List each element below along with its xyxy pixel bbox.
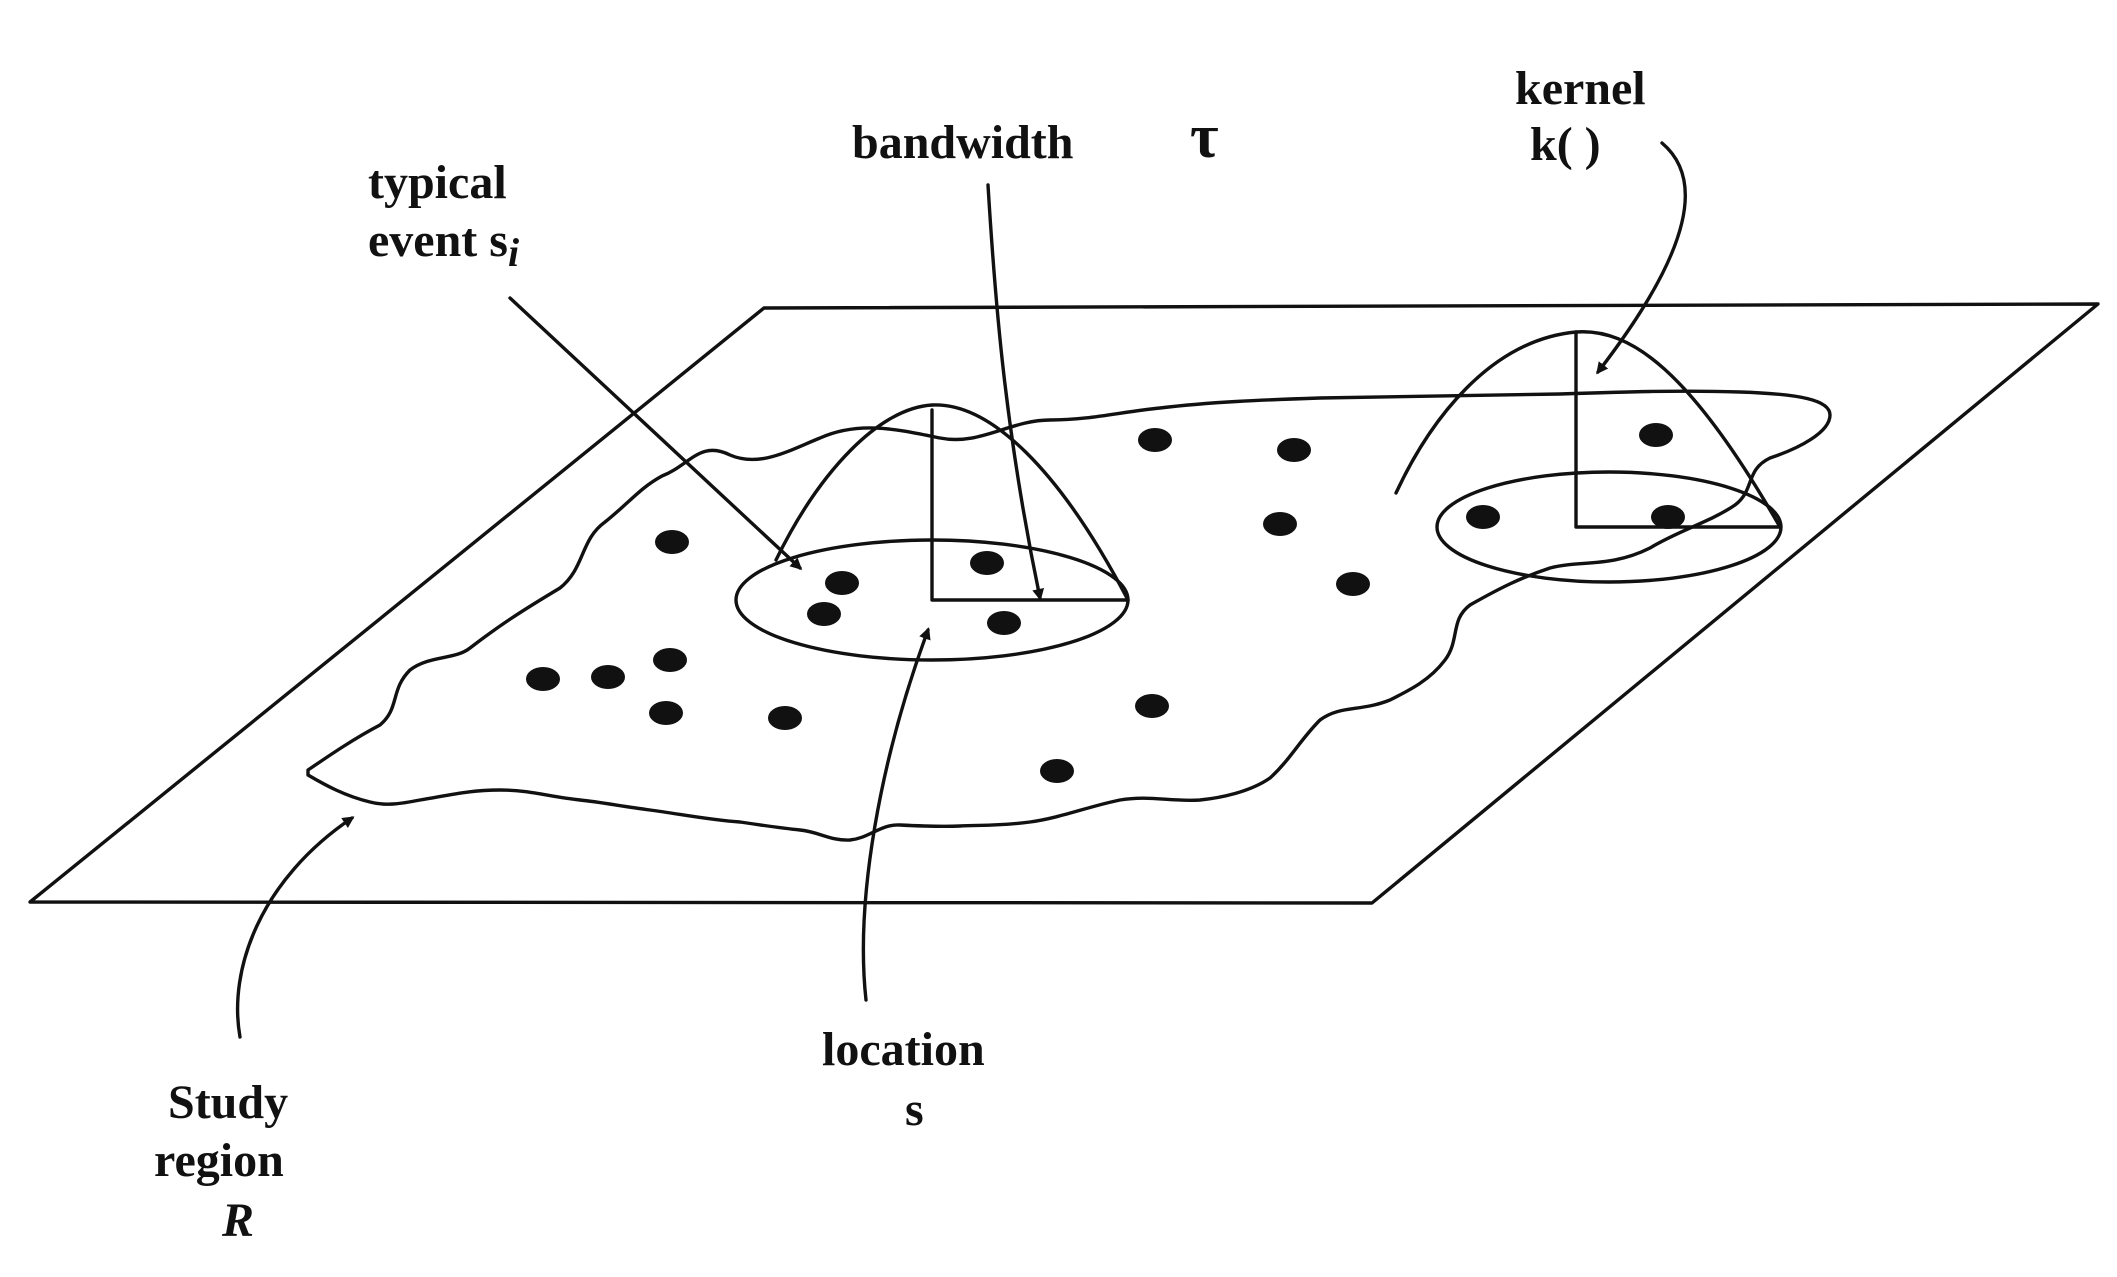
event-dot [1263,512,1297,536]
event-dot [768,706,802,730]
kernel-label-line1: kernel [1515,62,1646,115]
location-arrow [861,627,931,1002]
study-region-arrow [235,816,355,1039]
event-dot [655,530,689,554]
typical-event-arrow [508,296,803,571]
plane-outline [28,302,2100,905]
event-dot [1135,694,1169,718]
event-dot [1138,428,1172,452]
bandwidth-label: bandwidth [852,116,1073,169]
event-dot [1651,505,1685,529]
event-dot [970,551,1004,575]
kernel-arrow [1596,141,1687,375]
location-label-line2: s [905,1083,924,1136]
bandwidth-arrow [986,183,1045,601]
event-dot [1466,505,1500,529]
typical-event-label-line2: event si [368,214,519,275]
event-dot [1639,423,1673,447]
left-kernel-dome [774,403,1130,602]
study-region-boundary [306,389,1832,842]
study-region-label-line3: R [221,1194,254,1247]
event-dot [807,602,841,626]
event-dot [526,667,560,691]
left-kernel-axis [930,408,1130,602]
kernel-label-line2: k( ) [1530,118,1601,171]
location-label-line1: location [822,1023,985,1076]
event-dot [987,611,1021,635]
event-dot [649,701,683,725]
event-dots [526,423,1685,783]
event-dot [825,571,859,595]
event-dot [1040,759,1074,783]
study-region-label-line1: Study [168,1076,288,1129]
right-kernel-axis [1574,330,1782,529]
typical-event-label-line1: typical [368,156,507,209]
event-dot [1277,438,1311,462]
event-dot [1336,572,1370,596]
study-region-label-line2: region [154,1134,284,1187]
right-kernel-dome [1394,330,1782,529]
event-dot [653,648,687,672]
tau-symbol: τ [1190,103,1219,171]
event-dot [591,665,625,689]
